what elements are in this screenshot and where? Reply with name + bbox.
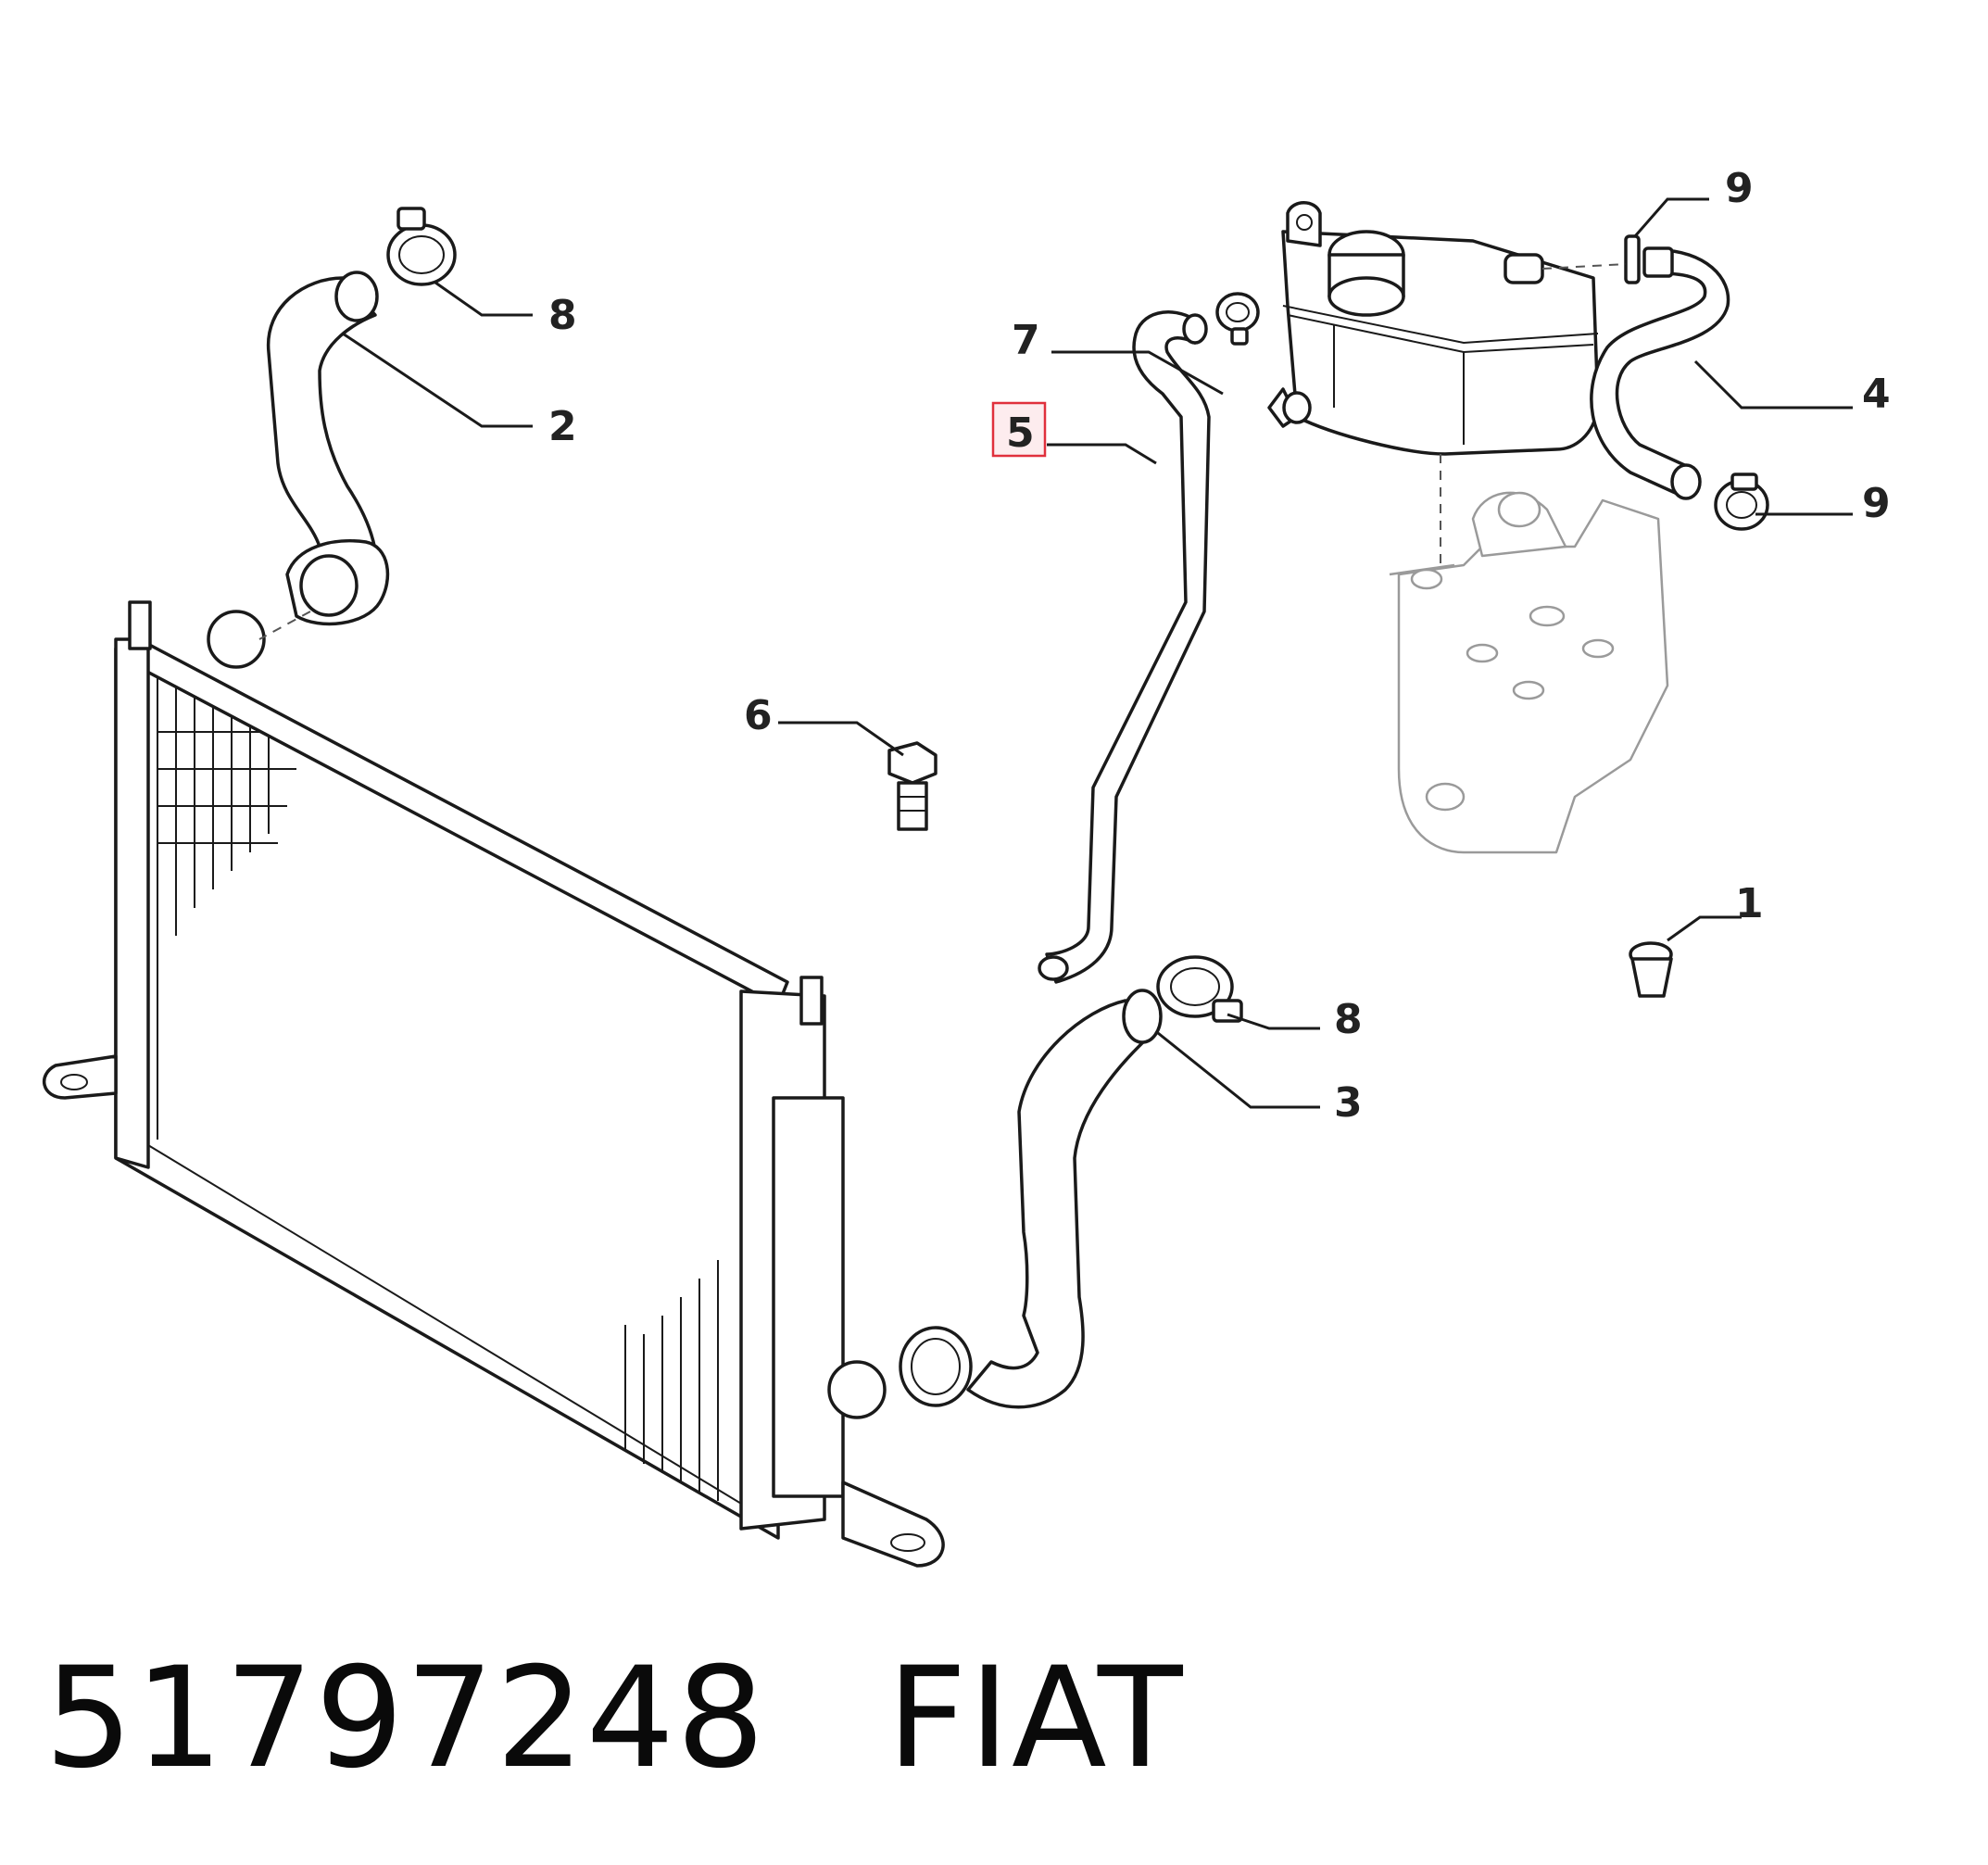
part-number: 51797248 bbox=[44, 1638, 767, 1799]
callout-8-upper[interactable]: 8 bbox=[548, 292, 577, 339]
callout-8-lower[interactable]: 8 bbox=[1334, 996, 1363, 1043]
callout-1[interactable]: 1 bbox=[1735, 880, 1764, 927]
bolt-6 bbox=[887, 741, 937, 831]
hose-clamp-9-upper bbox=[1624, 234, 1641, 284]
leader-5 bbox=[1047, 443, 1157, 465]
hose-clamp-8-lower bbox=[1156, 955, 1243, 1023]
callout-3[interactable]: 3 bbox=[1334, 1079, 1363, 1127]
hose-2 bbox=[266, 271, 390, 626]
leader-7 bbox=[1051, 350, 1224, 396]
callout-5[interactable]: 5 bbox=[1006, 410, 1035, 457]
radiator-core bbox=[157, 676, 719, 1501]
hose-4 bbox=[1590, 246, 1730, 500]
hose-5 bbox=[1038, 310, 1211, 984]
leader-4 bbox=[1693, 359, 1853, 410]
callout-6[interactable]: 6 bbox=[744, 692, 773, 739]
hose-clamp-9-lower bbox=[1714, 473, 1769, 531]
leader-8-upper bbox=[434, 281, 533, 317]
leader-3 bbox=[1157, 1031, 1320, 1109]
callout-9-lower[interactable]: 9 bbox=[1862, 480, 1891, 527]
expansion-tank bbox=[1267, 201, 1600, 456]
leader-6 bbox=[778, 721, 904, 757]
hose-clamp-7 bbox=[1215, 292, 1260, 346]
part-caption: 51797248 FIAT bbox=[44, 1638, 1185, 1799]
callout-labels: 8 2 7 5 6 8 3 9 4 9 1 bbox=[548, 165, 1891, 1127]
callout-9-upper[interactable]: 9 bbox=[1725, 165, 1754, 212]
dash-tank-hose4 bbox=[1541, 263, 1627, 270]
dash-hose2-radiator bbox=[258, 611, 311, 640]
leader-2 bbox=[342, 332, 533, 428]
highlight-box-5 bbox=[991, 401, 1047, 458]
leader-1 bbox=[1667, 915, 1742, 942]
hose-clamp-8-upper bbox=[386, 207, 457, 286]
hose-3 bbox=[899, 989, 1163, 1409]
callout-7[interactable]: 7 bbox=[1012, 317, 1040, 364]
leader-8-lower bbox=[1227, 1013, 1320, 1030]
radiator bbox=[42, 600, 945, 1568]
brand-name: FIAT bbox=[887, 1638, 1185, 1799]
plug-1 bbox=[1629, 941, 1673, 998]
callout-2[interactable]: 2 bbox=[548, 403, 577, 450]
engine-mount bbox=[1389, 491, 1669, 854]
leader-9-upper bbox=[1633, 197, 1709, 237]
callout-4[interactable]: 4 bbox=[1862, 371, 1891, 418]
